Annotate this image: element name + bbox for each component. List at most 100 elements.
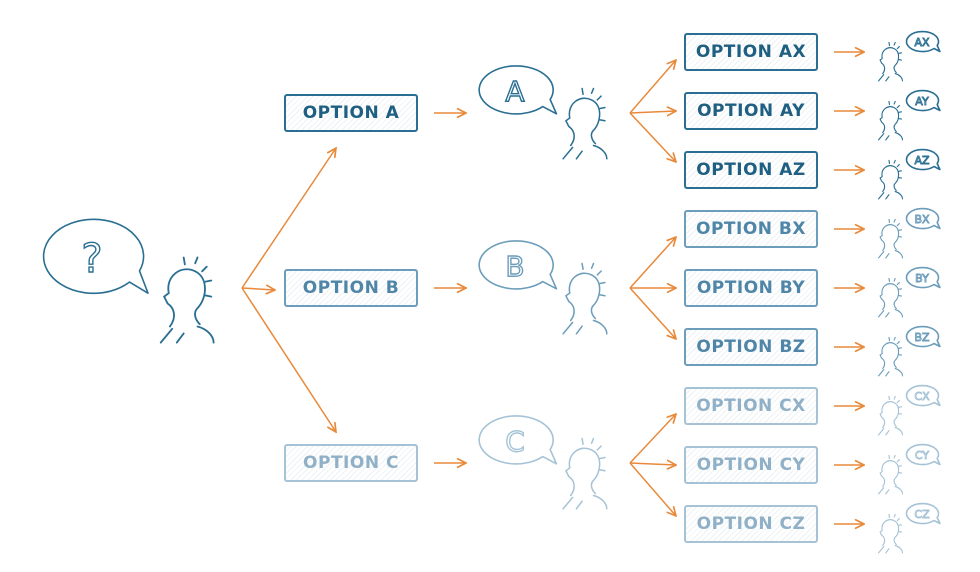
thought-ray — [204, 294, 213, 298]
arrow-to-option-cy — [629, 463, 676, 465]
bubble-text: AZ — [914, 154, 930, 167]
thought-ray — [599, 456, 606, 460]
thought-ray — [898, 288, 903, 290]
arrow-root-to-c — [241, 287, 336, 432]
shoulders-outline — [878, 191, 904, 200]
speech-bubble-a — [478, 65, 558, 115]
outcome-thinker-cy: CY — [878, 443, 941, 495]
thought-ray — [888, 159, 891, 165]
bubble-text: A — [505, 75, 524, 108]
shoulders-outline — [562, 144, 608, 160]
thought-ray — [590, 87, 595, 95]
thought-ray — [896, 163, 900, 168]
thought-ray — [896, 222, 900, 227]
option-label: OPTION AY — [697, 101, 805, 121]
thought-ray — [888, 513, 891, 519]
thought-ray — [599, 106, 606, 110]
head-outline — [564, 97, 601, 147]
bubble-text: CY — [915, 449, 929, 462]
thought-ray — [182, 256, 186, 266]
option-box-bx: OPTION BX — [684, 210, 818, 248]
thought-ray — [893, 41, 896, 46]
thought-ray — [599, 294, 606, 297]
option-label: OPTION BY — [696, 278, 806, 298]
root-question-bubble — [42, 218, 149, 295]
option-box-ax: OPTION AX — [684, 33, 818, 71]
speech-bubble-c — [478, 415, 558, 465]
option-box-by: OPTION BY — [684, 269, 818, 307]
thought-ray — [893, 100, 896, 105]
arrow-to-option-ay — [629, 111, 676, 113]
option-label: OPTION A — [302, 103, 400, 123]
arrow-root-to-b — [241, 288, 275, 290]
option-label: OPTION AX — [695, 42, 807, 62]
thought-ray — [898, 117, 903, 120]
bubble-text: BY — [915, 272, 929, 285]
thought-ray — [898, 59, 903, 61]
thought-ray — [888, 41, 891, 47]
thought-ray — [201, 265, 208, 273]
thought-ray — [898, 229, 903, 231]
shoulders-outline — [878, 545, 904, 554]
option-box-ay: OPTION AY — [684, 92, 818, 130]
thought-ray — [590, 262, 595, 270]
arrow-to-option-bx — [629, 237, 676, 289]
shoulders-outline — [878, 427, 904, 436]
outcome-bubble-cy — [905, 443, 941, 466]
shoulders-outline — [878, 73, 904, 82]
thought-ray — [896, 46, 900, 50]
thought-ray — [896, 517, 900, 522]
option-label: OPTION C — [303, 453, 399, 473]
thought-ray — [898, 524, 903, 526]
thought-ray — [898, 235, 903, 238]
arrow-to-option-ax — [629, 60, 676, 114]
outcome-thinker-bz: BZ — [878, 325, 941, 377]
thought-ray — [888, 336, 891, 342]
shoulders-outline — [159, 325, 215, 344]
outcome-bubble-ax — [905, 30, 941, 53]
thought-ray — [599, 469, 606, 472]
thought-ray — [898, 353, 903, 356]
option-label: OPTION CZ — [696, 514, 806, 534]
thought-ray — [888, 395, 891, 401]
thought-ray — [581, 262, 584, 270]
thought-ray — [893, 513, 896, 518]
thought-ray — [898, 530, 903, 533]
head-outline — [879, 460, 900, 488]
shoulders-outline — [878, 309, 904, 318]
thought-ray — [596, 95, 602, 101]
outcome-bubble-bx — [905, 207, 941, 230]
head-outline — [879, 165, 900, 193]
thinker-b: B — [478, 240, 608, 335]
option-box-cz: OPTION CZ — [684, 505, 818, 543]
option-box-b: OPTION B — [284, 269, 418, 307]
arrow-to-option-cx — [629, 414, 676, 464]
arrow-to-option-az — [629, 112, 676, 162]
head-outline — [879, 519, 900, 547]
thought-ray — [898, 406, 903, 408]
option-box-c: OPTION C — [284, 444, 418, 482]
outcome-bubble-ay — [905, 89, 941, 112]
thought-ray — [599, 119, 606, 122]
bubble-text: BX — [914, 213, 930, 226]
head-outline — [564, 272, 601, 322]
shoulders-outline — [562, 319, 608, 335]
outcome-thinker-az: AZ — [878, 148, 941, 200]
bubble-text: CX — [914, 390, 930, 403]
bubble-text: ? — [81, 236, 102, 282]
thought-ray — [898, 111, 903, 113]
thought-ray — [888, 277, 891, 283]
thought-ray — [893, 395, 896, 400]
shoulders-outline — [878, 132, 904, 141]
head-outline — [564, 447, 601, 497]
thought-ray — [888, 100, 891, 106]
shoulders-outline — [562, 494, 608, 510]
option-box-a: OPTION A — [284, 94, 418, 132]
thought-ray — [581, 87, 584, 95]
arrow-root-to-a — [241, 148, 336, 289]
thinker-a: A — [478, 65, 608, 160]
thought-ray — [893, 336, 896, 341]
outcome-thinker-ax: AX — [878, 30, 941, 82]
